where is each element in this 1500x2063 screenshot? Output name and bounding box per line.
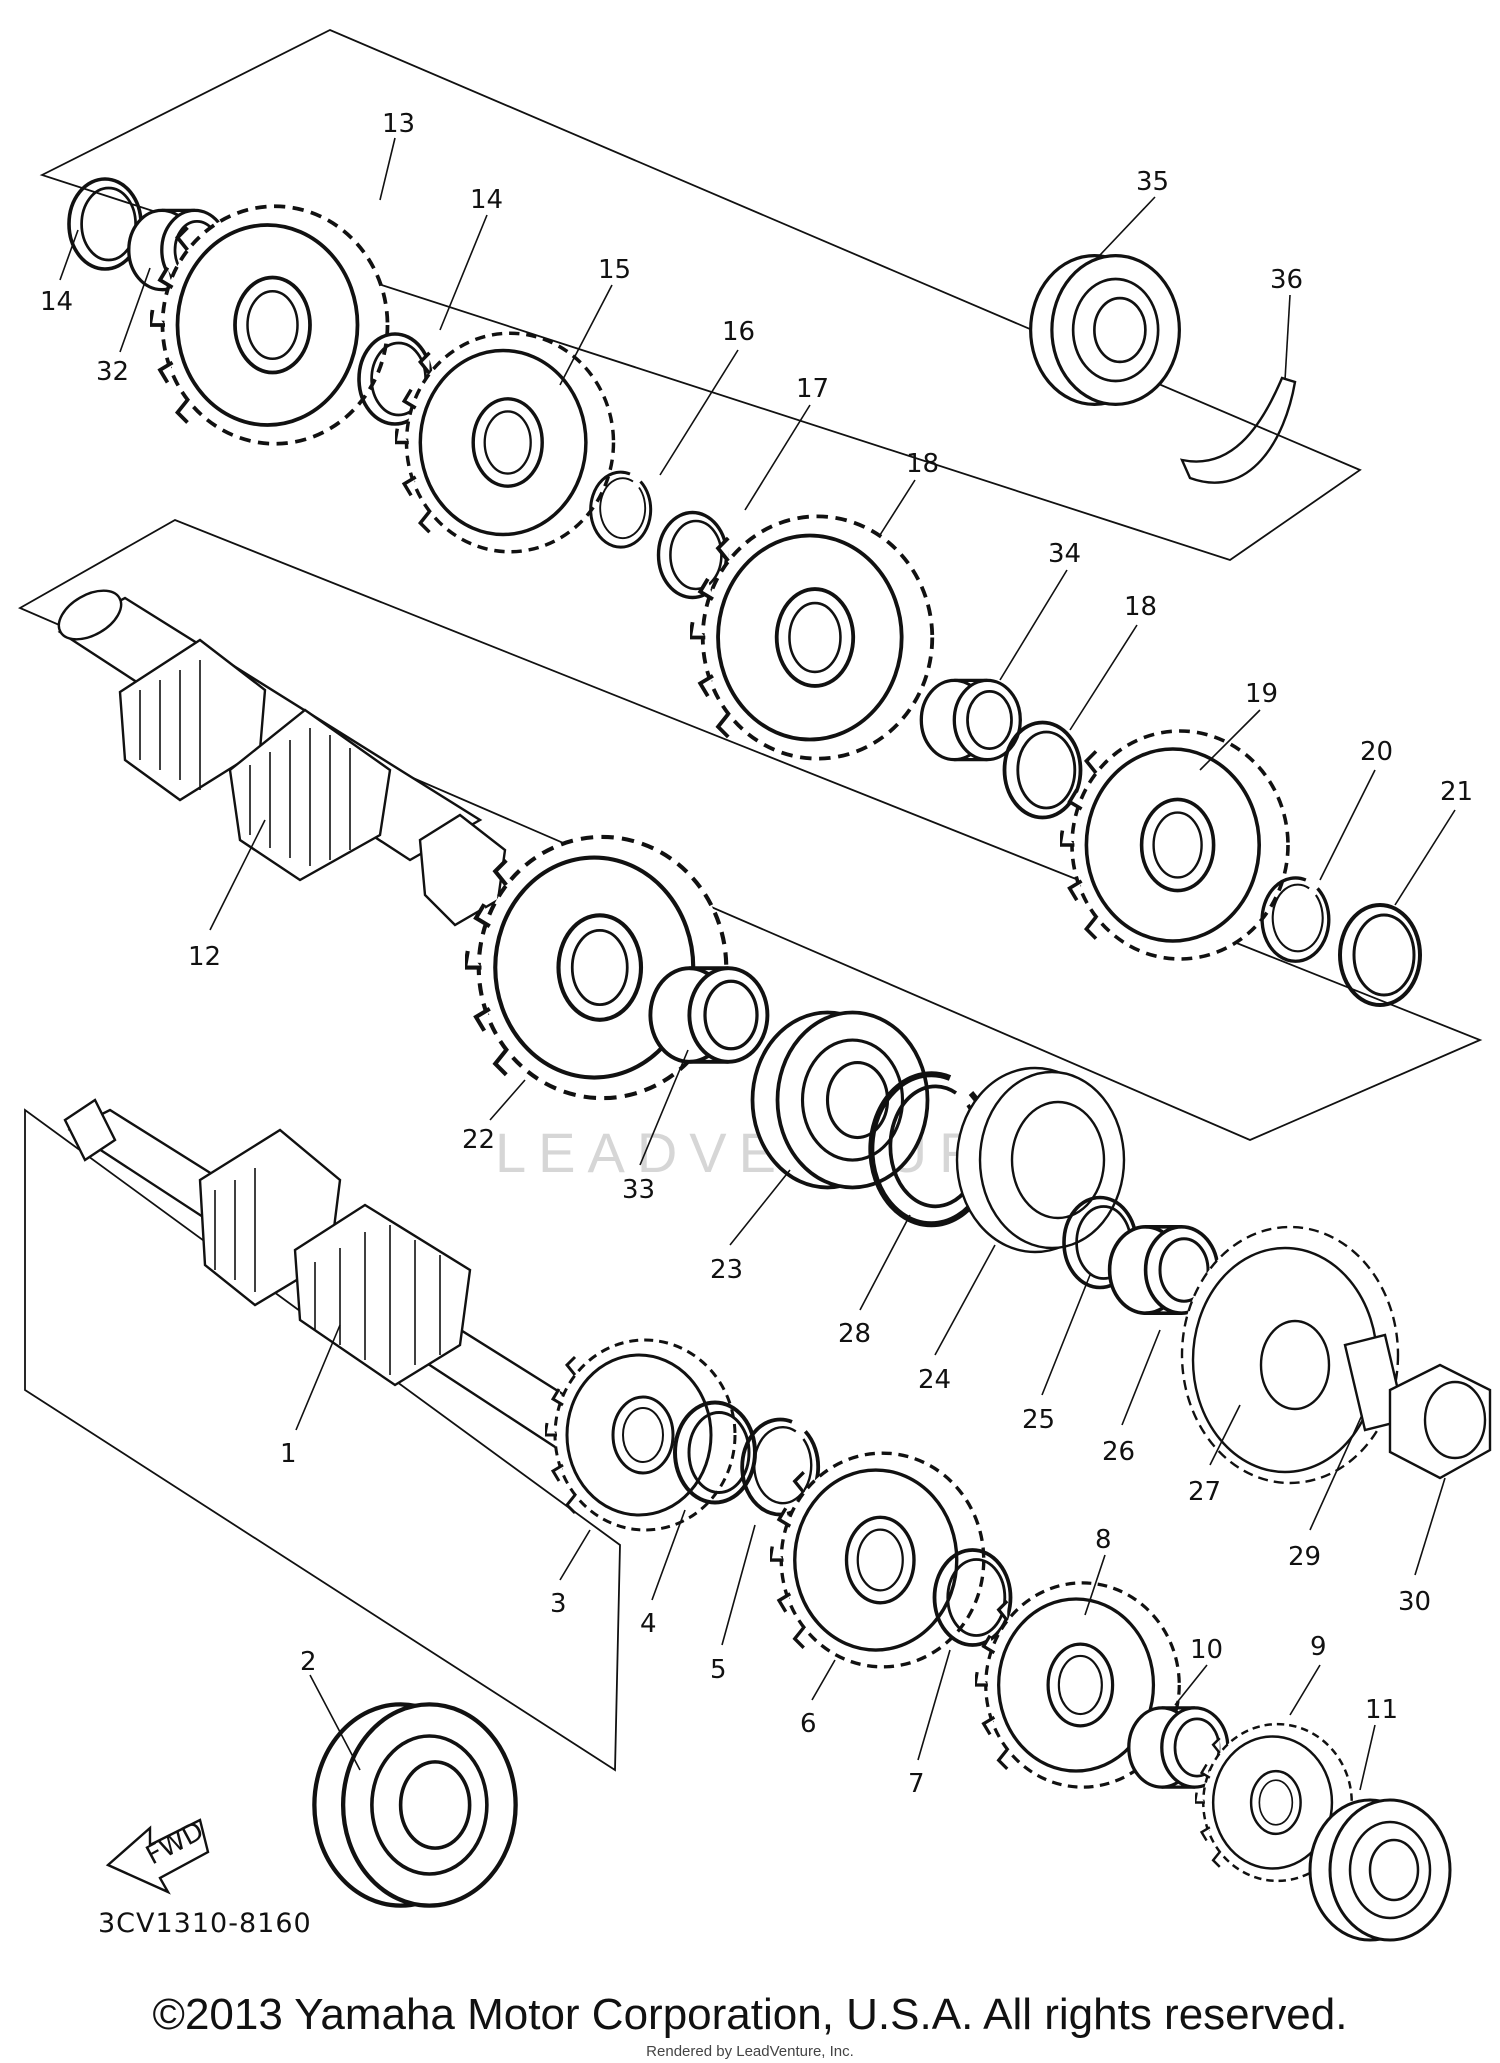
callout-28: 27 [1188, 1477, 1221, 1507]
callout-32: 32 [96, 357, 129, 387]
upper-assembly-box [39, 29, 1362, 561]
callout-31: 30 [1398, 1587, 1431, 1617]
copyright-notice: ©2013 Yamaha Motor Corporation, U.S.A. A… [152, 1990, 1348, 2039]
fwd-arrow-icon: FWD [105, 1816, 210, 1895]
callout-20: 19 [1245, 679, 1278, 709]
callout-26: 25 [1022, 1405, 1055, 1435]
callout-15: 15 [598, 255, 631, 285]
callout-30: 29 [1288, 1542, 1321, 1572]
part-11-bearing [1308, 1798, 1452, 1942]
drive-axle-shaft [63, 1098, 623, 1462]
part-13-gear [150, 206, 388, 444]
callout-10: 10 [1190, 1635, 1223, 1665]
callout-8: 8 [1095, 1525, 1112, 1555]
part-2-bearing [314, 1704, 515, 1905]
callout-25: 24 [918, 1365, 951, 1395]
callout-6: 6 [800, 1709, 817, 1739]
callout-35: 35 [1136, 167, 1169, 197]
part-33-collar [650, 968, 767, 1062]
callout-7: 7 [908, 1769, 925, 1799]
part-35-bearing [1028, 253, 1182, 407]
callout-9: 9 [1310, 1632, 1327, 1662]
callout-1: 1 [280, 1439, 297, 1469]
part-code: 3CV1310-8160 [98, 1908, 312, 1939]
middle-assembly-box [17, 519, 1483, 1141]
callout-33: 33 [622, 1175, 655, 1205]
callout-27: 26 [1102, 1437, 1135, 1467]
callout-16: 16 [722, 317, 755, 347]
callout-4: 4 [640, 1609, 657, 1639]
part-16-circlip [589, 470, 653, 549]
part-18-gear [690, 516, 932, 758]
lower-assembly-box [24, 1108, 621, 1772]
part-20-gear [1060, 729, 1290, 961]
callout-12: 12 [188, 942, 221, 972]
part-24-bearing [753, 1013, 928, 1188]
callout-22: 21 [1440, 777, 1473, 807]
callout-36: 36 [1270, 265, 1303, 295]
callout-24: 23 [710, 1255, 743, 1285]
main-axle-shaft [57, 589, 507, 927]
callout-18: 18 [906, 449, 939, 479]
callout-2: 2 [300, 1647, 317, 1677]
callout-21: 20 [1360, 737, 1393, 767]
part-36-circlip [1179, 376, 1297, 484]
part-25-seal [955, 1066, 1126, 1254]
part-28-sprocket [1180, 1225, 1400, 1485]
part-31-nut [1388, 1363, 1492, 1480]
part-34-collar [919, 678, 1023, 762]
part-22-washer [1338, 903, 1422, 1007]
leader-lines [59, 137, 1456, 1791]
callout-17: 17 [796, 374, 829, 404]
callout-14a: 14 [40, 287, 73, 317]
callout-5: 5 [710, 1655, 727, 1685]
callout-labels: 13 14 15 16 17 18 35 36 14 32 12 34 18 1… [40, 109, 1473, 1799]
callout-14b: 14 [470, 185, 503, 215]
rendered-by-note: Rendered by LeadVenture, Inc. [646, 2043, 854, 2060]
callout-23: 22 [462, 1125, 495, 1155]
callout-11: 11 [1365, 1695, 1398, 1725]
callout-29: 28 [838, 1319, 871, 1349]
part-15-gear [395, 333, 614, 552]
part-21-circlip [1260, 876, 1331, 963]
callout-13: 13 [382, 109, 415, 139]
callout-34: 34 [1048, 539, 1081, 569]
callout-19: 18 [1124, 592, 1157, 622]
callout-3: 3 [550, 1589, 567, 1619]
